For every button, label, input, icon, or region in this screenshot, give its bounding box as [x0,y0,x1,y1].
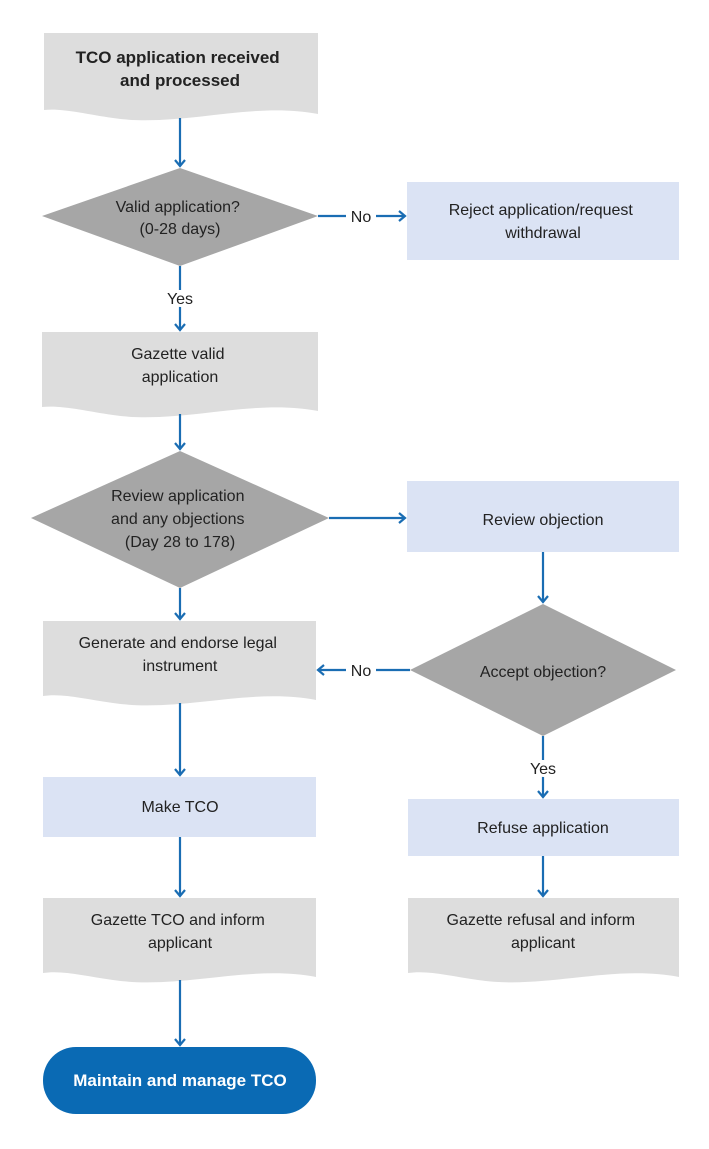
node-refuse-label: Refuse application [477,820,609,837]
node-valid-label: Valid application? (0-28 days) [116,199,245,238]
node-gazette-tco-doc [43,898,316,983]
node-review-obj-shape [407,481,679,552]
edge-label-valid-no: No [351,209,372,226]
edge-label-valid-yes: Yes [167,291,193,308]
edge-label-accept-no: No [351,663,372,680]
node-review-app-label: Review application and any objections (D… [111,488,249,551]
node-review-app-shape [31,451,329,588]
node-gazette-refusal-label: Gazette refusal and inform applicant [447,912,640,952]
node-make-tco-label: Make TCO [141,799,218,816]
node-accept-obj-shape [410,604,676,736]
node-maintain-shape [43,1047,316,1114]
node-review-obj-label: Review objection [483,512,604,529]
node-gazette-valid-label: Gazette valid application [131,346,229,386]
node-generate-label: Generate and endorse legal instrument [79,635,282,675]
node-reject-label: Reject application/request withdrawal [449,202,638,242]
node-gazette-tco-label: Gazette TCO and inform applicant [91,912,269,952]
edge-label-accept-yes: Yes [530,761,556,778]
node-accept-obj-label: Accept objection? [480,664,606,681]
node-gazette-refusal-shape [408,898,679,983]
node-received-label: TCO application received and processed [76,48,285,90]
node-reject-shape [407,182,679,260]
node-make-tco-shape [43,777,316,837]
node-received-shape [44,33,318,121]
node-gazette-valid-shape [42,332,318,418]
node-maintain-label: Maintain and manage TCO [73,1071,286,1090]
node-generate-shape [43,621,316,706]
node-refuse-shape [408,799,679,856]
node-valid-shape [42,168,318,266]
